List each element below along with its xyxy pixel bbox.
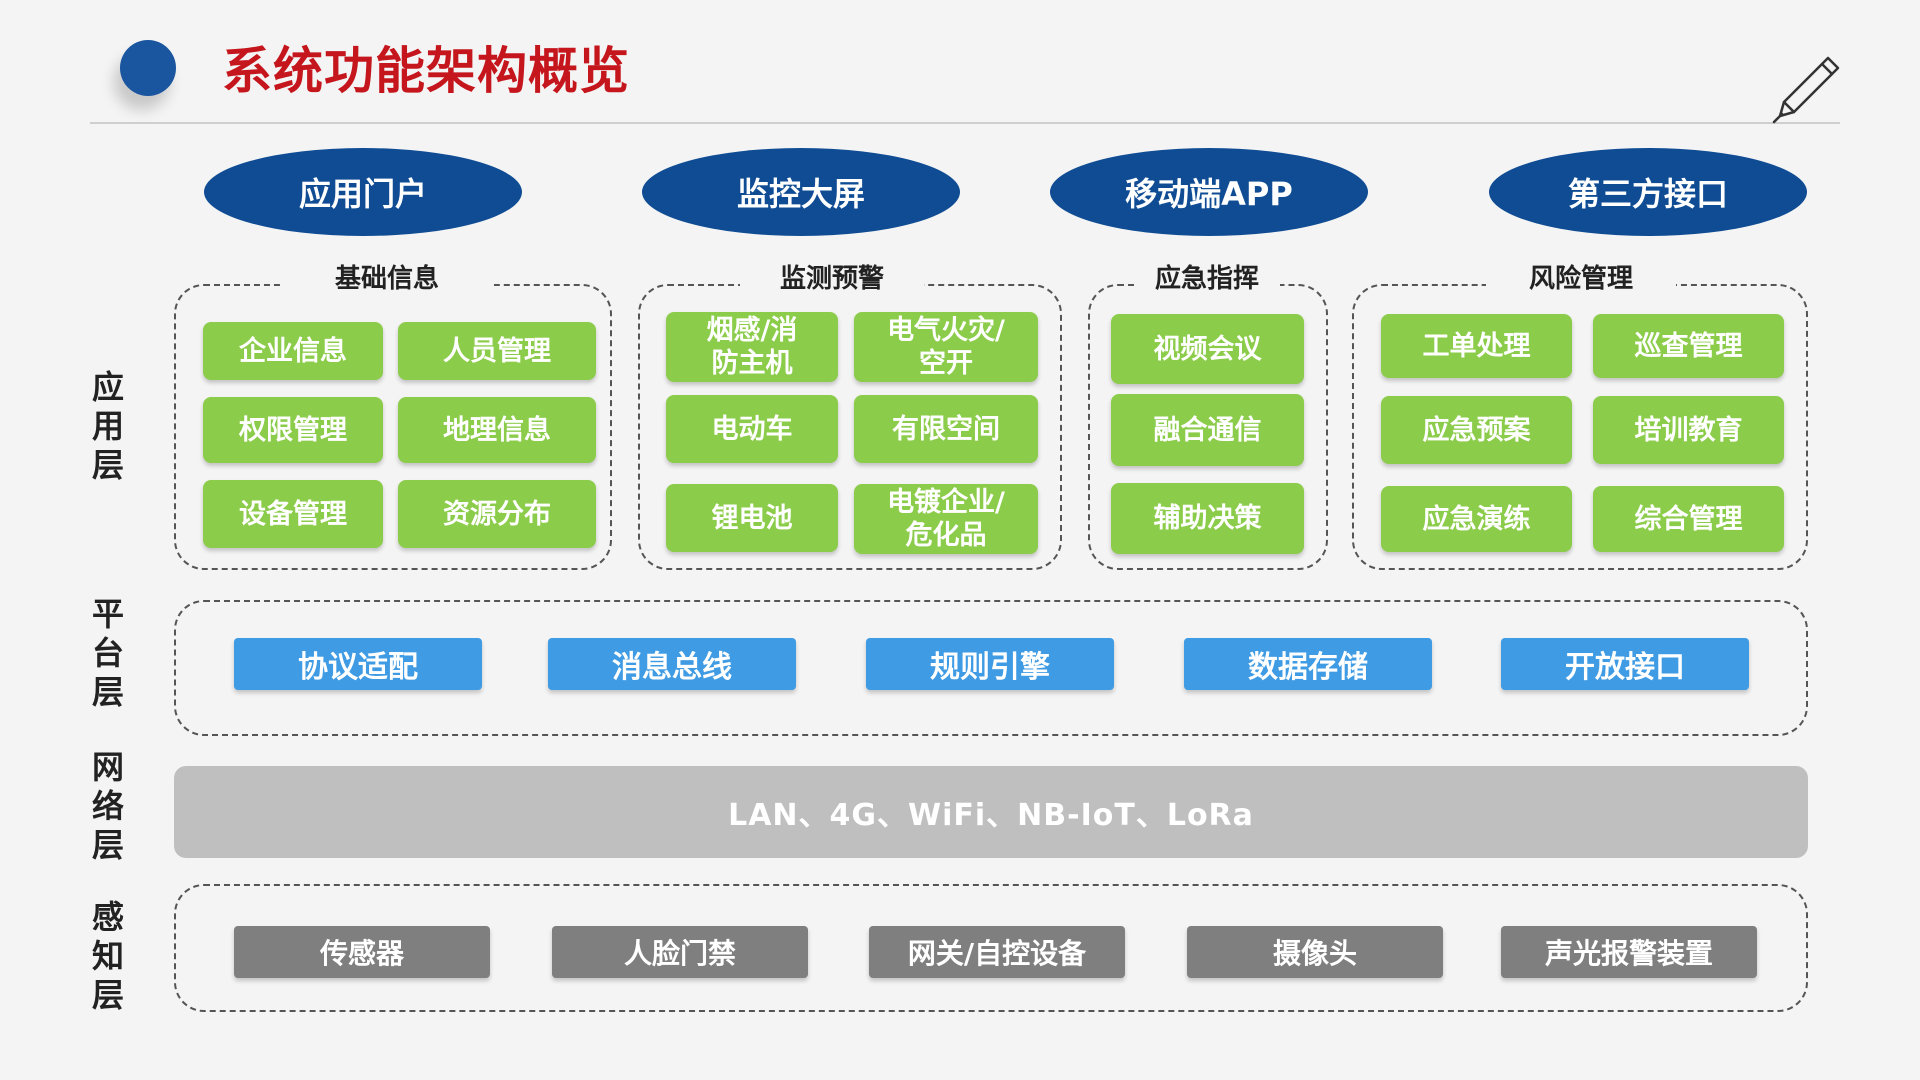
title-divider	[90, 122, 1840, 124]
group-title: 风险管理	[1486, 262, 1676, 296]
sensing-item: 网关/自控设备	[869, 926, 1125, 978]
portal-third-party-api: 第三方接口	[1489, 148, 1807, 236]
app-item: 电气火灾/ 空开	[854, 312, 1038, 382]
sensing-item: 声光报警装置	[1501, 926, 1757, 978]
layer-label-sensing: 感知层	[91, 898, 124, 1014]
app-item: 巡查管理	[1593, 314, 1784, 378]
app-item: 视频会议	[1111, 314, 1304, 384]
platform-item: 数据存储	[1184, 638, 1432, 690]
title-bullet-icon	[120, 40, 176, 96]
platform-item: 消息总线	[548, 638, 796, 690]
portal-app-portal: 应用门户	[204, 148, 522, 236]
app-item: 资源分布	[398, 480, 596, 548]
layer-label-application: 应用层	[91, 368, 124, 484]
pen-icon	[1772, 56, 1840, 124]
layer-label-platform: 平台层	[91, 595, 124, 711]
app-item: 电动车	[666, 395, 838, 463]
platform-layer-box	[174, 600, 1808, 736]
app-item: 融合通信	[1111, 394, 1304, 466]
platform-item: 协议适配	[234, 638, 482, 690]
app-item: 烟感/消 防主机	[666, 312, 838, 382]
sensing-layer-box	[174, 884, 1808, 1012]
app-item: 权限管理	[203, 397, 383, 463]
group-title: 监测预警	[740, 262, 924, 296]
app-item: 地理信息	[398, 397, 596, 463]
sensing-item: 摄像头	[1187, 926, 1443, 978]
app-item: 有限空间	[854, 395, 1038, 463]
app-item: 综合管理	[1593, 486, 1784, 552]
app-item: 工单处理	[1381, 314, 1572, 378]
page-title: 系统功能架构概览	[222, 42, 630, 100]
network-protocols-bar: LAN、4G、WiFi、NB-IoT、LoRa	[174, 766, 1808, 858]
app-item: 应急演练	[1381, 486, 1572, 552]
sensing-item: 人脸门禁	[552, 926, 808, 978]
platform-item: 规则引擎	[866, 638, 1114, 690]
app-item: 培训教育	[1593, 396, 1784, 464]
sensing-item: 传感器	[234, 926, 490, 978]
app-item: 电镀企业/ 危化品	[854, 484, 1038, 554]
app-item: 辅助决策	[1111, 483, 1304, 554]
portal-mobile-app: 移动端APP	[1050, 148, 1368, 236]
app-item: 人员管理	[398, 322, 596, 380]
app-item: 企业信息	[203, 322, 383, 380]
app-item: 设备管理	[203, 480, 383, 548]
app-item: 锂电池	[666, 484, 838, 552]
layer-label-network: 网络层	[91, 748, 124, 864]
app-item: 应急预案	[1381, 396, 1572, 464]
group-title: 基础信息	[280, 262, 494, 296]
group-title: 应急指挥	[1134, 262, 1280, 296]
portal-monitor-screen: 监控大屏	[642, 148, 960, 236]
platform-item: 开放接口	[1501, 638, 1749, 690]
